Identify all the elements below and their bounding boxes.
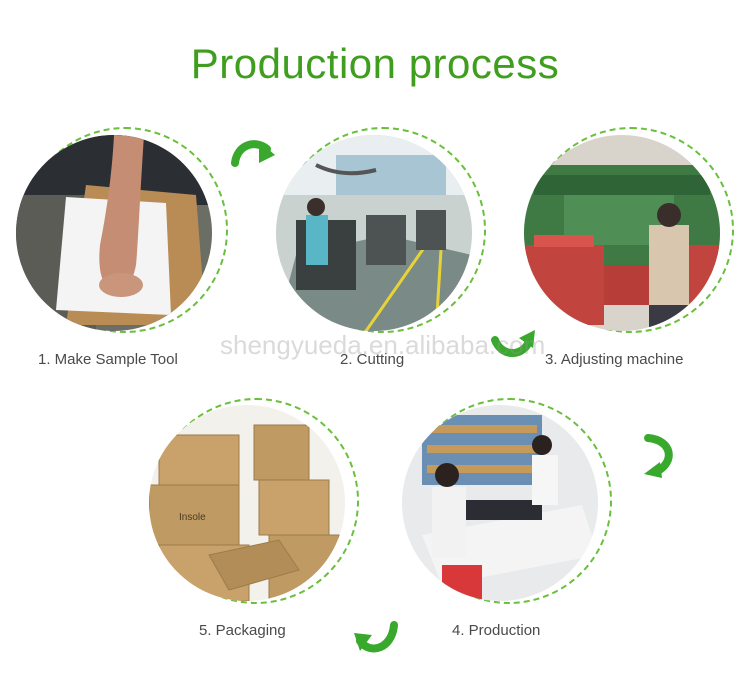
watermark: shengyueda.en.alibaba.com <box>220 330 546 360</box>
step-4-photo <box>402 405 598 601</box>
step-5-label: 5. Packaging <box>199 622 286 639</box>
svg-text:Insole: Insole <box>179 512 206 523</box>
curved-arrow-icon <box>491 330 535 357</box>
step-4-label: 4. Production <box>452 622 541 639</box>
step-2-photo <box>276 135 472 331</box>
step-2-label: 2. Cutting <box>340 351 405 368</box>
curved-arrow-icon <box>231 140 275 167</box>
step-1-photo <box>16 135 212 331</box>
page-title: Production process <box>190 40 560 87</box>
step-5-photo: Insole <box>149 405 345 601</box>
step-3-photo <box>524 135 720 331</box>
curved-arrow-icon <box>644 434 673 478</box>
curved-arrow-icon <box>354 621 398 653</box>
step-1-label: 1. Make Sample Tool <box>38 351 178 368</box>
step-3-label: 3. Adjusting machine <box>545 351 684 368</box>
